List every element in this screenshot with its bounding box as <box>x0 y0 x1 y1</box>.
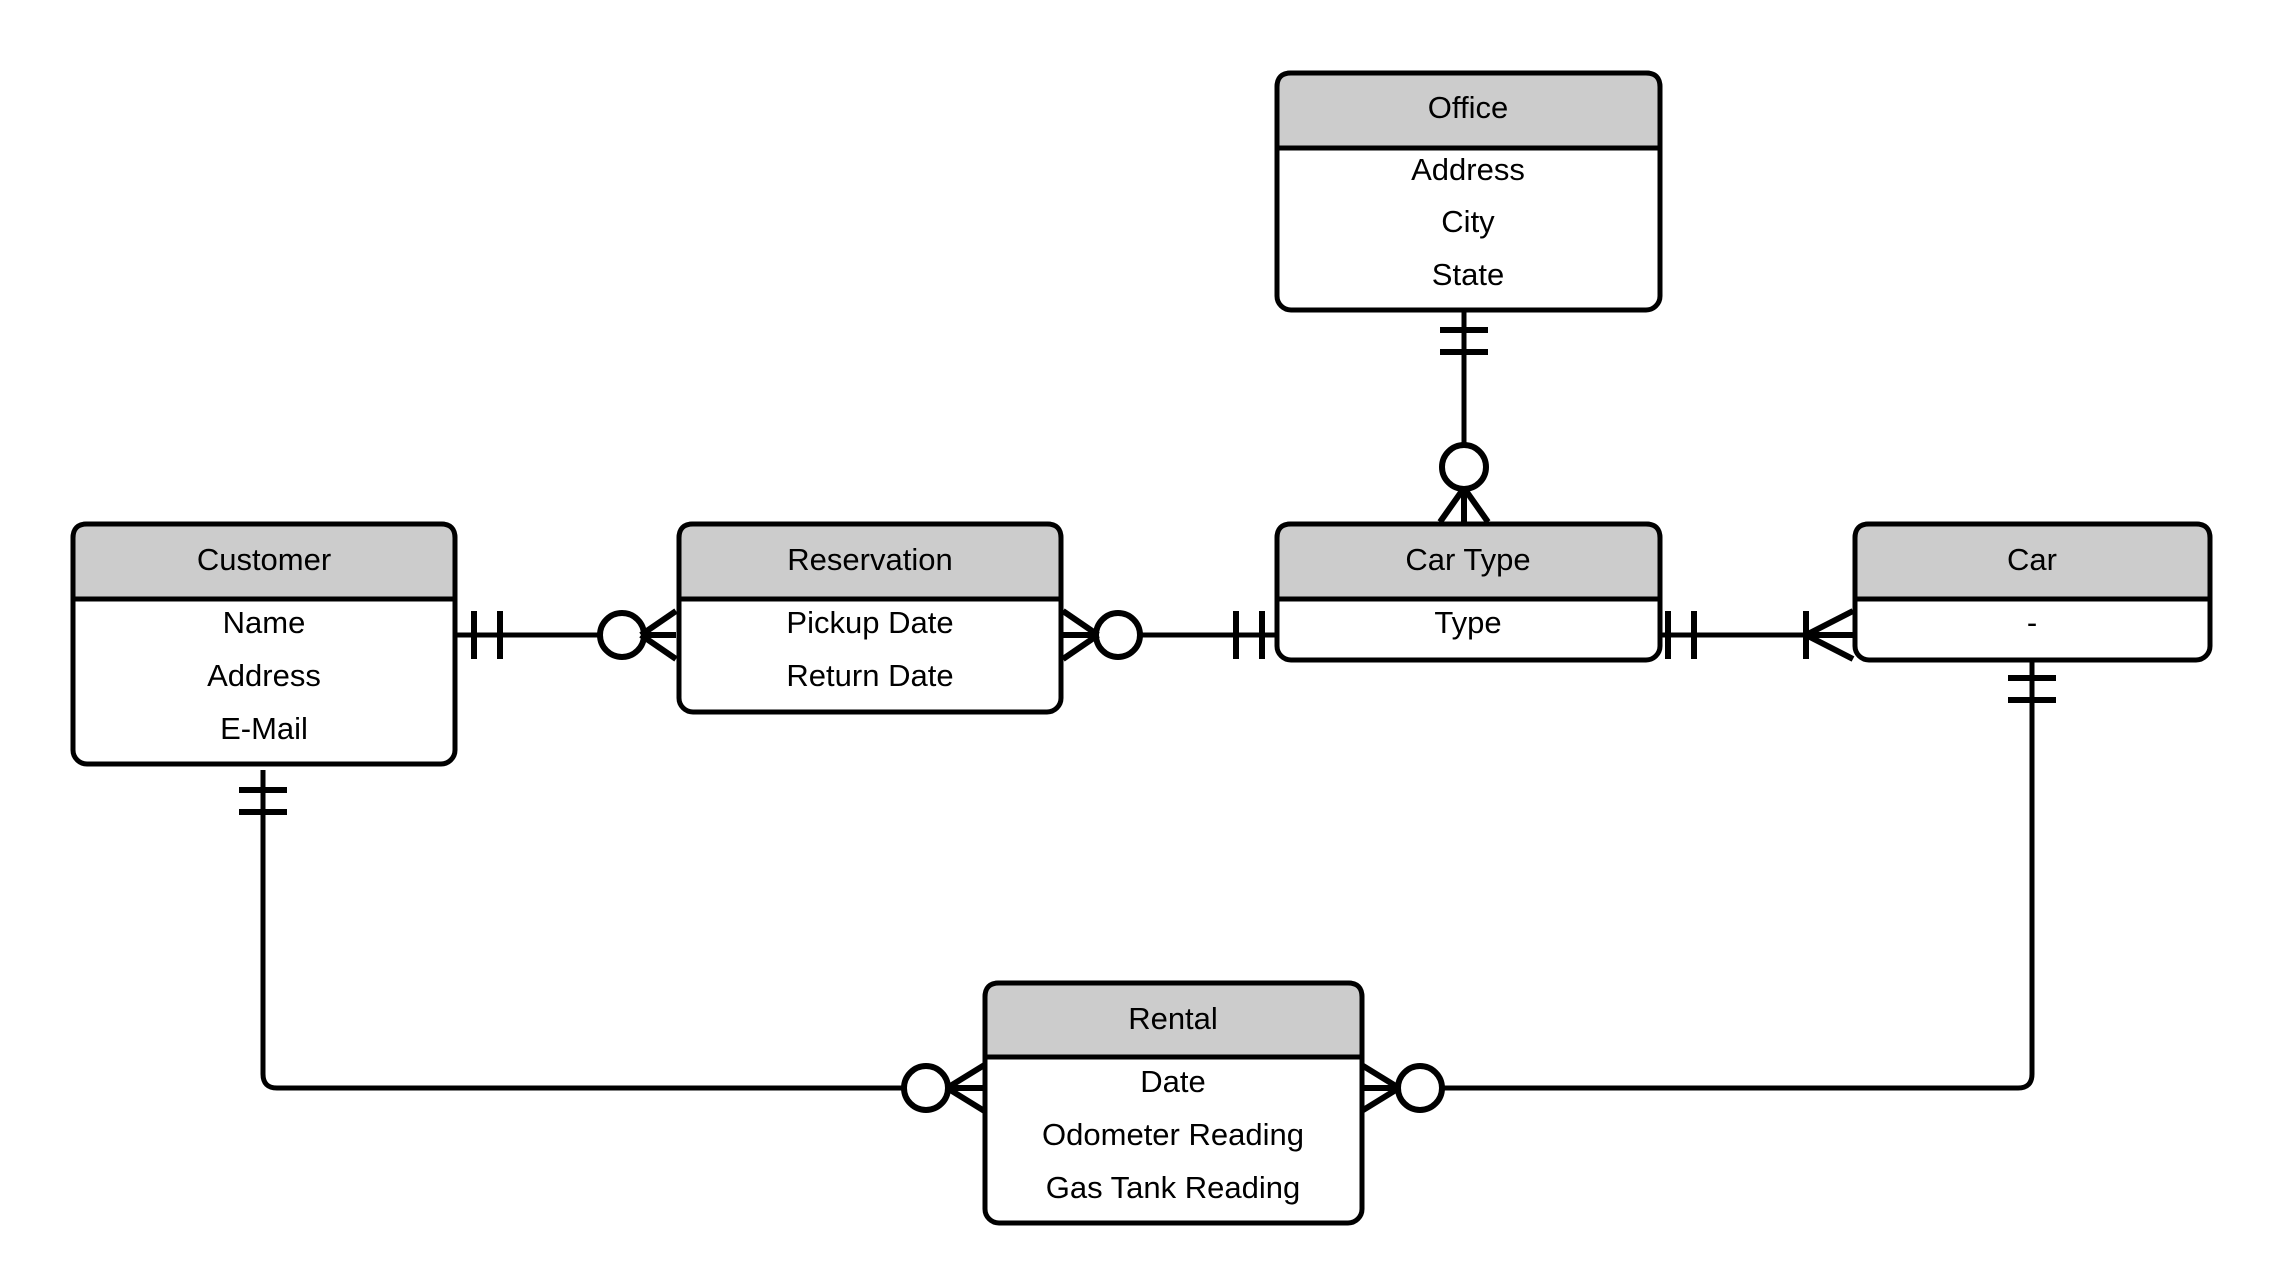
connector-office-cartype <box>1437 310 1491 540</box>
cardinality-many-crowsfoot <box>1358 1061 1401 1115</box>
connector-customer-reservation <box>455 608 678 662</box>
entity-customer-attr-1: Address <box>207 658 321 693</box>
entity-rental-attr-2: Gas Tank Reading <box>1046 1170 1300 1205</box>
cardinality-many-crowsfoot <box>639 608 678 662</box>
cardinality-zero-circle <box>1395 1063 1445 1113</box>
entity-office[interactable]: Office Address City State <box>1274 70 1663 313</box>
entity-customer[interactable]: Customer Name Address E-Mail <box>70 521 458 767</box>
cardinality-zero-circle <box>1439 442 1489 492</box>
entity-reservation-attr-0: Pickup Date <box>786 605 953 640</box>
cardinality-zero-circle <box>901 1063 951 1113</box>
entity-reservation-attr-1: Return Date <box>786 658 953 693</box>
entity-car-attr-0: - <box>2027 605 2037 640</box>
entity-customer-title: Customer <box>197 542 331 577</box>
entity-rental-title: Rental <box>1128 1001 1218 1036</box>
entity-car[interactable]: Car - <box>1852 521 2213 663</box>
entity-office-attr-0: Address <box>1411 152 1525 187</box>
cardinality-zero-circle <box>597 610 647 660</box>
cardinality-many-crowsfoot <box>1804 608 1855 662</box>
connector-reservation-cartype <box>1060 608 1280 662</box>
entity-customer-attr-2: E-Mail <box>220 711 308 746</box>
entity-rental-attr-0: Date <box>1140 1064 1205 1099</box>
entity-customer-attr-0: Name <box>223 605 306 640</box>
entity-reservation[interactable]: Reservation Pickup Date Return Date <box>676 521 1064 715</box>
entity-office-attr-1: City <box>1441 204 1495 239</box>
entity-rental-attr-1: Odometer Reading <box>1042 1117 1304 1152</box>
entity-cartype[interactable]: Car Type Type <box>1274 521 1663 663</box>
cardinality-zero-circle <box>1093 610 1143 660</box>
cardinality-many-crowsfoot <box>945 1061 988 1115</box>
connector-line <box>1360 655 2035 1091</box>
cardinality-many-crowsfoot <box>1061 608 1100 662</box>
entity-rental[interactable]: Rental Date Odometer Reading Gas Tank Re… <box>982 980 1365 1226</box>
connector-car-rental <box>1358 655 2056 1115</box>
entity-cartype-attr-0: Type <box>1434 605 1501 640</box>
connector-customer-rental <box>239 770 988 1115</box>
entity-office-title: Office <box>1428 90 1508 125</box>
entity-office-attr-2: State <box>1432 257 1504 292</box>
cardinality-many-crowsfoot <box>1437 486 1491 524</box>
entity-cartype-title: Car Type <box>1405 542 1530 577</box>
entity-reservation-title: Reservation <box>787 542 952 577</box>
connector-cartype-car <box>1648 608 1855 662</box>
connector-line <box>260 770 985 1091</box>
entity-car-title: Car <box>2007 542 2057 577</box>
